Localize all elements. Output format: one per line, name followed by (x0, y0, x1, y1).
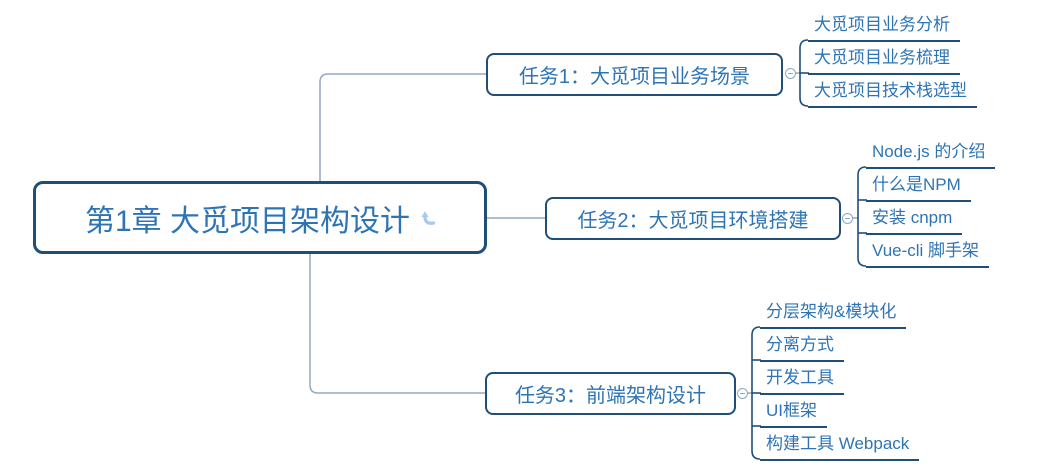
child-topic[interactable]: 大觅项目业务梳理 (808, 43, 960, 75)
child-topic[interactable]: 构建工具 Webpack (760, 429, 920, 461)
child-topic[interactable]: Vue-cli 脚手架 (866, 236, 990, 268)
child-topic[interactable]: 分离方式 (760, 330, 844, 362)
task1-topic[interactable]: 任务1：大觅项目业务场景 (486, 53, 783, 96)
root-topic-label: 第1章 大觅项目架构设计 (84, 204, 411, 238)
branch-line-task1 (319, 73, 486, 181)
branch-line-task3 (309, 254, 485, 394)
task3-topic[interactable]: 任务3：前端架构设计 (485, 372, 736, 415)
child-topic[interactable]: Node.js 的介绍 (866, 137, 996, 169)
collapse-handle-task2[interactable] (842, 213, 853, 224)
collapse-handle-task1[interactable] (785, 68, 796, 79)
child-topic[interactable]: UI框架 (760, 396, 827, 428)
collapse-handle-task3[interactable] (737, 388, 748, 399)
task3-topic-label: 任务3：前端架构设计 (514, 385, 707, 407)
curved-arrow-icon[interactable] (420, 210, 436, 227)
task2-topic[interactable]: 任务2：大觅项目环境搭建 (545, 197, 841, 240)
root-topic[interactable]: 第1章 大觅项目架构设计 (33, 181, 487, 254)
child-bracket-lines (751, 39, 867, 460)
child-topic[interactable]: 安装 cnpm (866, 203, 963, 235)
child-topic[interactable]: 什么是NPM (866, 170, 971, 202)
child-topic[interactable]: 大觅项目业务分析 (808, 10, 960, 42)
child-topic[interactable]: 分层架构&模块化 (760, 297, 907, 329)
task1-topic-label: 任务1：大觅项目业务场景 (518, 66, 751, 88)
child-topic[interactable]: 大觅项目技术栈选型 (808, 76, 977, 108)
child-topic[interactable]: 开发工具 (760, 363, 844, 395)
bracket-task2 (857, 166, 867, 267)
task2-topic-label: 任务2：大觅项目环境搭建 (577, 210, 809, 232)
